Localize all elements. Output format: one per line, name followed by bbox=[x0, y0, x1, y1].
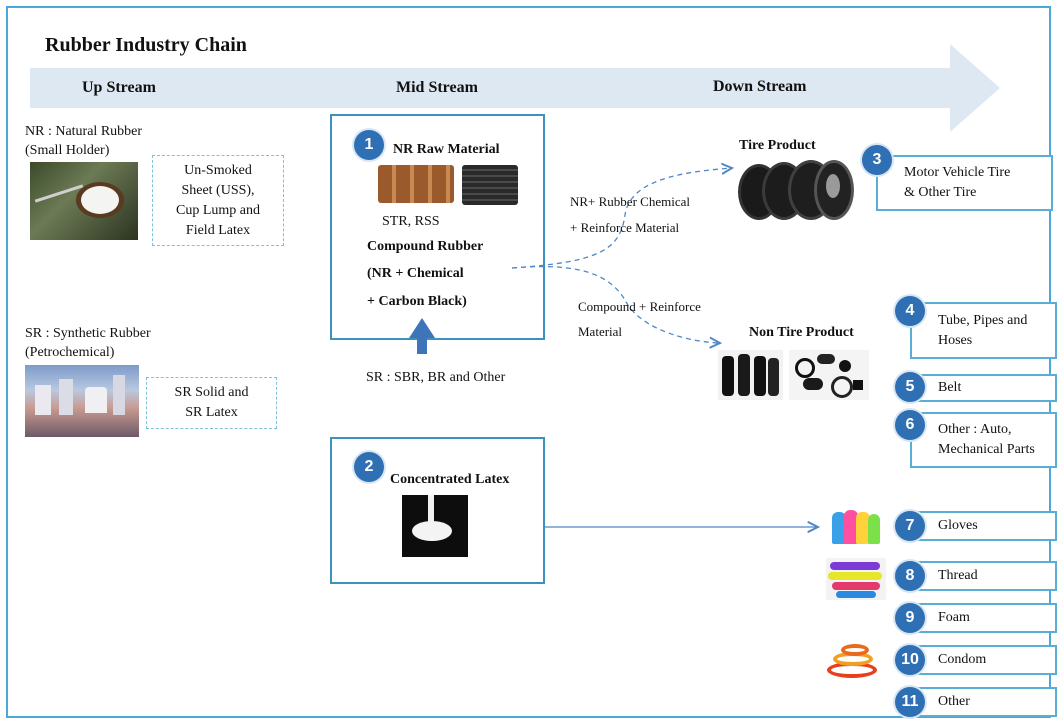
tire-flow-line2: + Reinforce Material bbox=[570, 220, 680, 235]
product-9-label: Foam bbox=[938, 610, 970, 625]
tire-flow-label: NR+ Rubber Chemical + Reinforce Material bbox=[570, 189, 690, 241]
sr-label-line2: (Petrochemical) bbox=[25, 345, 115, 360]
nr-box-line2: Sheet (USS), bbox=[181, 182, 255, 198]
step-4-badge: 4 bbox=[895, 296, 925, 326]
downstream-label: Down Stream bbox=[713, 78, 807, 95]
product-3-line2: & Other Tire bbox=[904, 185, 977, 200]
product-10-label: Condom bbox=[938, 652, 987, 667]
nr-box-line1: Un-Smoked bbox=[184, 162, 252, 178]
gloves-image bbox=[832, 508, 882, 546]
nr-label: NR : Natural Rubber (Small Holder) bbox=[25, 122, 142, 160]
product-box-3: Motor Vehicle Tire & Other Tire bbox=[876, 155, 1053, 211]
diagram-title: Rubber Industry Chain bbox=[45, 34, 247, 56]
compound-rubber-line1: Compound Rubber bbox=[367, 239, 484, 254]
compound-rubber-line2: (NR + Chemical bbox=[367, 266, 464, 281]
nr-raw-material-title: NR Raw Material bbox=[393, 142, 500, 157]
sr-raw-box: SR Solid and SR Latex bbox=[146, 377, 277, 429]
petrochemical-plant-image bbox=[25, 365, 139, 437]
sr-box-line1: SR Solid and bbox=[174, 385, 249, 400]
step-10-badge: 10 bbox=[895, 645, 925, 675]
product-6-line2: Mechanical Parts bbox=[938, 442, 1035, 457]
product-11-label: Other bbox=[938, 694, 970, 709]
sr-input-label: SR : SBR, BR and Other bbox=[366, 370, 506, 385]
natural-rubber-image bbox=[30, 162, 138, 240]
step-7-badge: 7 bbox=[895, 511, 925, 541]
nr-box-line3: Cup Lump and bbox=[176, 202, 260, 218]
non-tire-flow-label: Compound + Reinforce Material bbox=[578, 294, 701, 344]
sr-box-line2: SR Latex bbox=[185, 405, 238, 420]
pipes-image bbox=[718, 350, 783, 400]
rss-sheet-image bbox=[378, 165, 454, 203]
concentrated-latex-title: Concentrated Latex bbox=[390, 472, 510, 487]
product-4-line2: Hoses bbox=[938, 332, 973, 348]
product-4-line1: Tube, Pipes and bbox=[938, 312, 1028, 328]
str-block-image bbox=[462, 165, 518, 205]
product-box-6: Other : Auto, Mechanical Parts bbox=[910, 412, 1057, 468]
product-8-label: Thread bbox=[938, 568, 978, 583]
thread-image bbox=[826, 558, 886, 600]
upstream-label: Up Stream bbox=[82, 79, 156, 96]
tire-flow-line1: NR+ Rubber Chemical bbox=[570, 194, 690, 209]
non-tire-flow-line1: Compound + Reinforce bbox=[578, 299, 701, 314]
non-tire-product-title: Non Tire Product bbox=[749, 325, 854, 340]
step-6-badge: 6 bbox=[895, 410, 925, 440]
product-box-7: Gloves bbox=[910, 511, 1057, 541]
product-box-5: Belt bbox=[910, 374, 1057, 402]
step-11-badge: 11 bbox=[895, 687, 925, 717]
step-2-badge: 2 bbox=[354, 452, 384, 482]
product-box-8: Thread bbox=[910, 561, 1057, 591]
step-1-badge: 1 bbox=[354, 130, 384, 160]
step-3-badge: 3 bbox=[862, 145, 892, 175]
step-8-badge: 8 bbox=[895, 561, 925, 591]
nr-label-line1: NR : Natural Rubber bbox=[25, 124, 143, 139]
product-box-10: Condom bbox=[910, 645, 1057, 675]
nr-label-line2: (Small Holder) bbox=[25, 143, 110, 158]
tire-product-title: Tire Product bbox=[739, 138, 816, 153]
latex-pour-image bbox=[402, 495, 468, 557]
rubber-parts-image bbox=[789, 350, 869, 400]
product-6-line1: Other : Auto, bbox=[938, 422, 1012, 437]
product-5-label: Belt bbox=[938, 380, 962, 395]
nr-raw-box: Un-Smoked Sheet (USS), Cup Lump and Fiel… bbox=[152, 155, 284, 246]
product-box-9: Foam bbox=[910, 603, 1057, 633]
step-9-badge: 9 bbox=[895, 603, 925, 633]
sr-label: SR : Synthetic Rubber (Petrochemical) bbox=[25, 324, 151, 362]
nr-box-line4: Field Latex bbox=[185, 222, 251, 238]
diagram-frame bbox=[6, 6, 1051, 718]
product-7-label: Gloves bbox=[938, 518, 978, 533]
sr-label-line1: SR : Synthetic Rubber bbox=[25, 326, 151, 341]
str-rss-label: STR, RSS bbox=[382, 214, 440, 229]
product-box-11: Other bbox=[910, 687, 1057, 717]
product-3-line1: Motor Vehicle Tire bbox=[904, 165, 1011, 180]
condom-image bbox=[823, 642, 881, 682]
midstream-label: Mid Stream bbox=[396, 79, 478, 96]
tires-image bbox=[738, 160, 854, 220]
compound-rubber-line3: + Carbon Black) bbox=[367, 294, 467, 309]
step-5-badge: 5 bbox=[895, 372, 925, 402]
non-tire-flow-line2: Material bbox=[578, 324, 623, 339]
